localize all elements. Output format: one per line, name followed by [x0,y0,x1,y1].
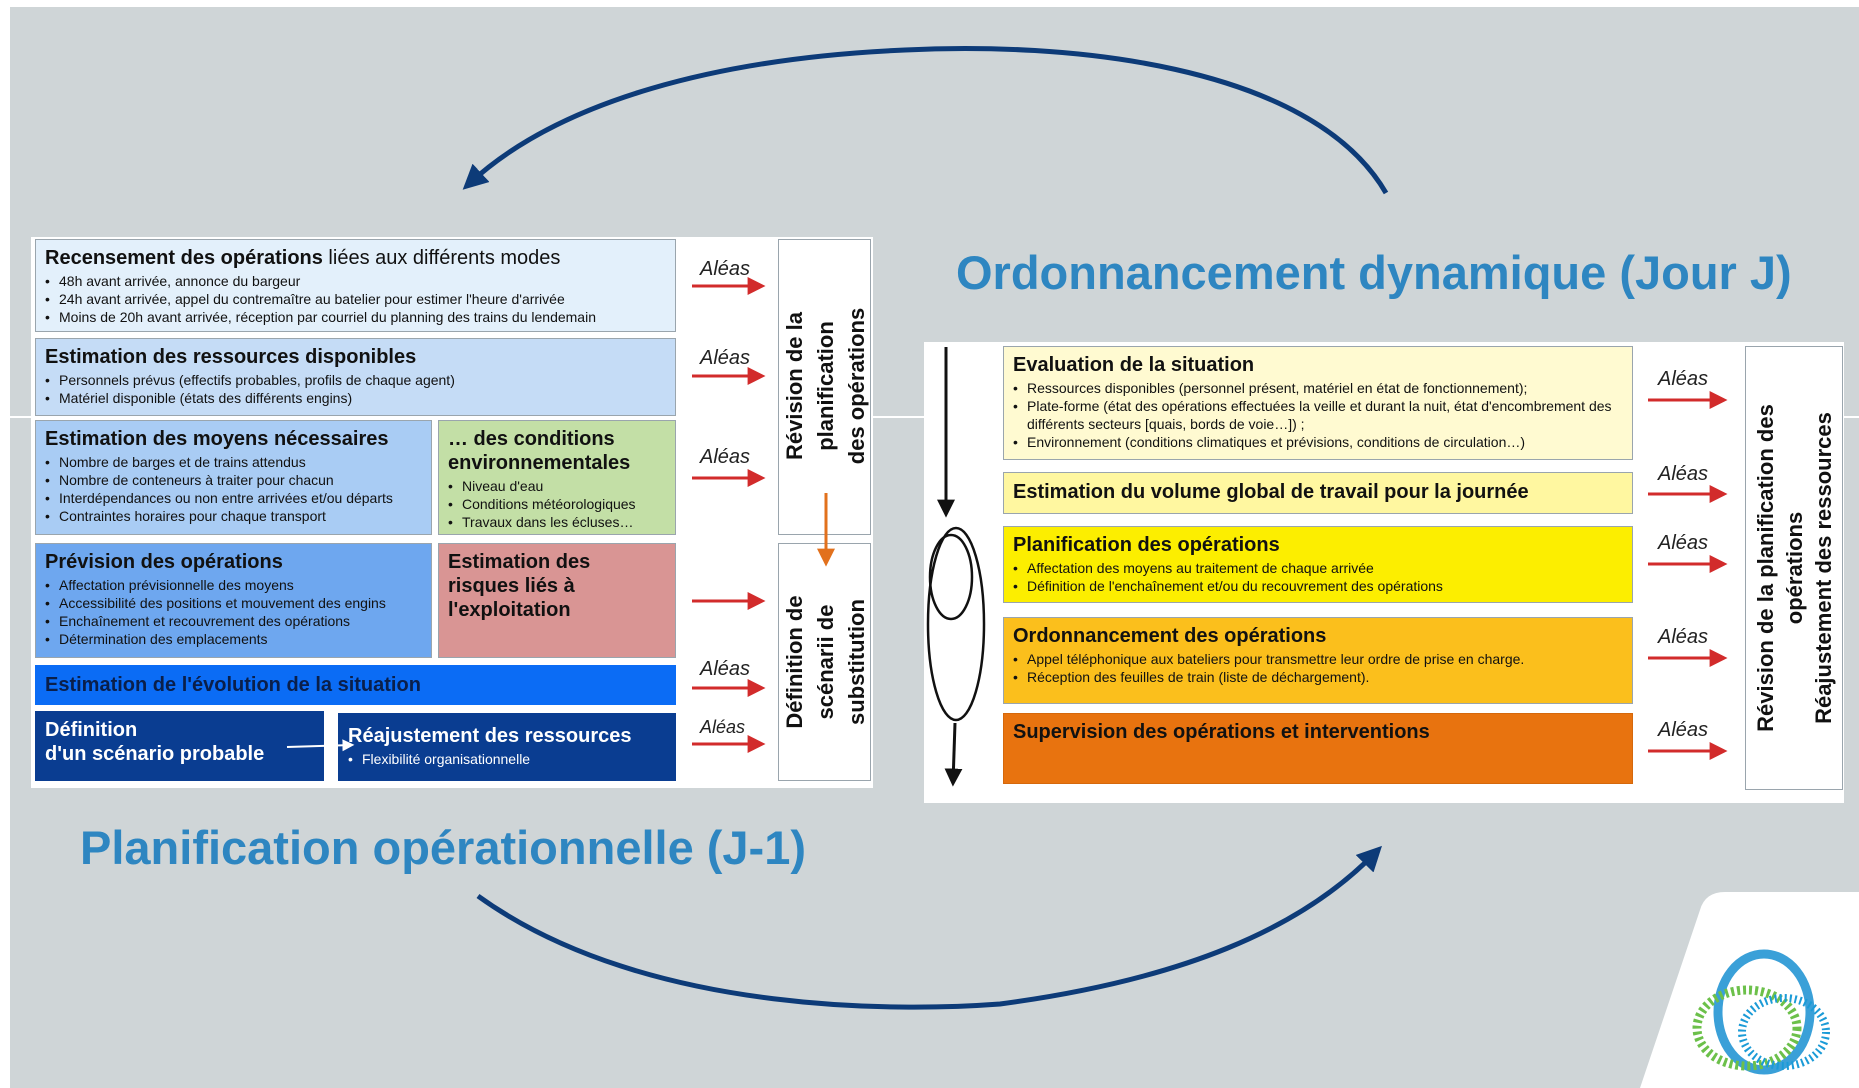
right-title: Ordonnancement dynamique (Jour J) [956,246,1792,299]
prevision-box: Prévision des opérations Affectation pré… [35,543,432,658]
ressources-title: Estimation des ressources disponibles [45,346,417,368]
volume-title: Estimation du volume global de travail p… [1013,481,1529,503]
list-item: 48h avant arrivée, annonce du bargeur [45,272,666,290]
list-item: Détermination des emplacements [45,630,422,648]
list-item: Accessibilité des positions et mouvement… [45,594,422,612]
ordonnancement-title: Ordonnancement des opérations [1013,625,1327,647]
list-item: Niveau d'eau [448,477,666,495]
alea-label: Aléas [700,347,751,369]
list-item: Personnels prévus (effectifs probables, … [45,371,666,389]
list-item: Moins de 20h avant arrivée, réception pa… [45,308,666,326]
list-item: Conditions météorologiques [448,495,666,513]
risques-title: Estimation des risques liés à l'exploita… [448,551,591,621]
scenario-line1: Définition [45,719,138,741]
evolution-box: Estimation de l'évolution de la situatio… [35,665,676,705]
list-item: Enchaînement et recouvrement des opérati… [45,612,422,630]
revision-frame [778,239,871,535]
recensement-box: Recensement des opérations liées aux dif… [35,239,676,332]
list-item: Affectation prévisionnelle des moyens [45,576,422,594]
reajustement-title: Réajustement des ressources [348,725,632,747]
supervision-title: Supervision des opérations et interventi… [1013,721,1430,743]
list-item: Nombre de barges et de trains attendus [45,453,422,471]
list-item: Ressources disponibles (personnel présen… [1013,379,1623,397]
list-item: Affectation des moyens au traitement de … [1013,559,1623,577]
top-cycle-arrow [462,45,1389,195]
list-item: Travaux dans les écluses… [448,513,666,531]
evolution-title: Estimation de l'évolution de la situatio… [45,674,421,696]
alea-label: Aléas [700,717,746,737]
conditions-title: … des conditions environnementales [448,428,631,474]
scenario-line2: d'un scénario probable [45,743,265,765]
reajustement-box: Réajustement des ressources Flexibilité … [338,713,676,781]
alea-label: Aléas [1658,719,1709,741]
scenarii-frame [778,543,871,781]
list-item: Environnement (conditions climatiques et… [1013,433,1623,451]
list-item: Réception des feuilles de train (liste d… [1013,668,1623,686]
prevision-title: Prévision des opérations [45,551,283,573]
recensement-title-rest: liées aux différents modes [322,247,561,269]
left-title: Planification opérationnelle (J-1) [80,821,806,874]
brand-logo-icon [1692,949,1830,1075]
list-item: Nombre de conteneurs à traiter pour chac… [45,471,422,489]
alea-label: Aléas [1658,368,1709,390]
evaluation-box: Evaluation de la situation Ressources di… [1003,346,1633,460]
list-item: Appel téléphonique aux bateliers pour tr… [1013,650,1623,668]
bottom-cycle-arrow [476,845,1382,1010]
evaluation-title: Evaluation de la situation [1013,354,1255,376]
alea-label: Aléas [1658,626,1709,648]
conditions-box: … des conditions environnementales Nivea… [438,420,676,535]
supervision-box: Supervision des opérations et interventi… [1003,713,1633,784]
list-item: Interdépendances ou non entre arrivées e… [45,489,422,507]
alea-label: Aléas [1658,463,1709,485]
ordonnancement-box: Ordonnancement des opérations Appel télé… [1003,617,1633,704]
list-item: Définition de l'enchaînement et/ou du re… [1013,577,1623,595]
moyens-box: Estimation des moyens nécessaires Nombre… [35,420,432,535]
right-revision-frame [1745,346,1843,790]
list-item: Flexibilité organisationnelle [348,750,666,768]
list-item: Plate-forme (état des opérations effectu… [1013,397,1623,433]
recensement-title: Recensement des opérations [45,247,323,269]
alea-label: Aléas [700,258,751,280]
planification-title: Planification des opérations [1013,534,1280,556]
list-item: Matériel disponible (états des différent… [45,389,666,407]
loop-outer-ellipse [926,526,986,722]
list-item: 24h avant arrivée, appel du contremaître… [45,290,666,308]
alea-label: Aléas [1658,532,1709,554]
moyens-title: Estimation des moyens nécessaires [45,428,389,450]
alea-label: Aléas [700,446,751,468]
scenario-to-reajustement-arrow [286,739,355,752]
ressources-box: Estimation des ressources disponibles Pe… [35,338,676,416]
risques-box: Estimation des risques liés à l'exploita… [438,543,676,658]
list-item: Contraintes horaires pour chaque transpo… [45,507,422,525]
loop-inner-ellipse [928,533,974,621]
loop-down-arrow-bottom [944,722,963,787]
planification-box: Planification des opérations Affectation… [1003,526,1633,603]
alea-label: Aléas [700,658,751,680]
volume-box: Estimation du volume global de travail p… [1003,472,1633,514]
scenario-box: Définition d'un scénario probable [35,711,324,781]
